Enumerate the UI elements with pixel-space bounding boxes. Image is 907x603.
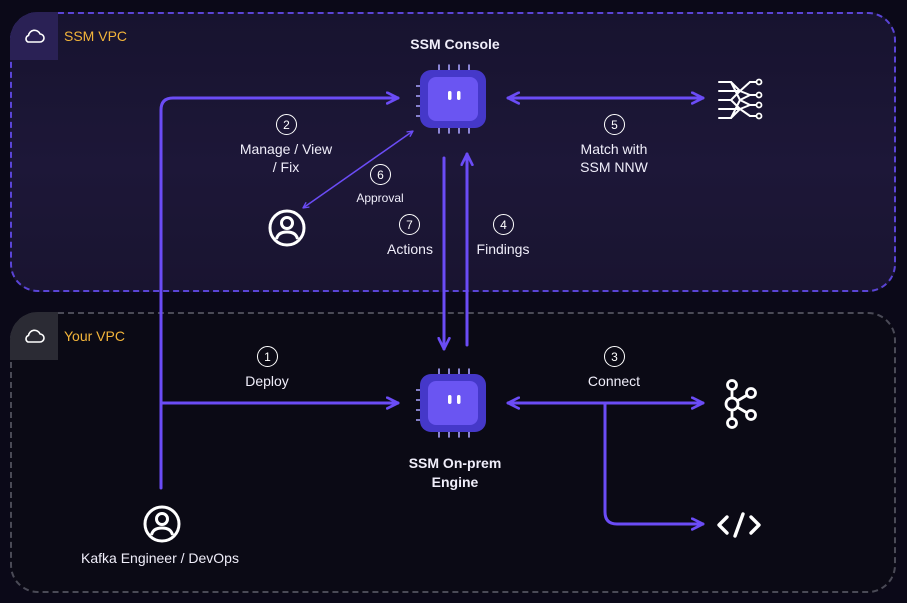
step-1-badge: 1 (257, 346, 278, 367)
approver-user-icon (268, 209, 306, 247)
step-7-label: Actions (387, 241, 433, 257)
ssm-console-label: SSM Console (410, 36, 500, 52)
step-5-badge: 5 (604, 114, 625, 135)
neural-network-icon (718, 78, 763, 120)
step-4-label: Findings (476, 241, 530, 257)
step-3-label: Connect (587, 373, 641, 389)
kafka-icon (724, 379, 757, 429)
your-vpc-zone (10, 312, 896, 593)
approval-arrow (302, 130, 414, 209)
code-icon (717, 512, 761, 538)
step-4-badge: 4 (493, 214, 514, 235)
your-vpc-title: Your VPC (64, 328, 125, 344)
ssm-engine-chip-icon (416, 368, 486, 438)
step-3-badge: 3 (604, 346, 625, 367)
ssm-console-chip-icon (416, 64, 486, 134)
step-2-label: Manage / View / Fix (239, 141, 333, 175)
step-7-badge: 7 (399, 214, 420, 235)
ssm-engine-label: SSM On-prem Engine (408, 455, 502, 490)
cloud-icon (25, 329, 45, 343)
engineer-trunk-line (159, 91, 400, 490)
step-2-badge: 2 (276, 114, 297, 135)
your-vpc-tab (10, 312, 58, 360)
ssm-vpc-zone (10, 12, 896, 292)
step-6-label: Approval (356, 191, 404, 205)
step-5-label: Match with SSM NNW (580, 141, 648, 175)
step-1-label: Deploy (245, 373, 289, 389)
ssm-vpc-title: SSM VPC (64, 28, 128, 44)
cloud-icon (25, 29, 45, 43)
code-branch-arrow (603, 401, 705, 531)
step-6-badge: 6 (370, 164, 391, 185)
engineer-label: Kafka Engineer / DevOps (81, 550, 239, 566)
ssm-vpc-tab (10, 12, 58, 60)
engineer-user-icon (143, 505, 181, 543)
